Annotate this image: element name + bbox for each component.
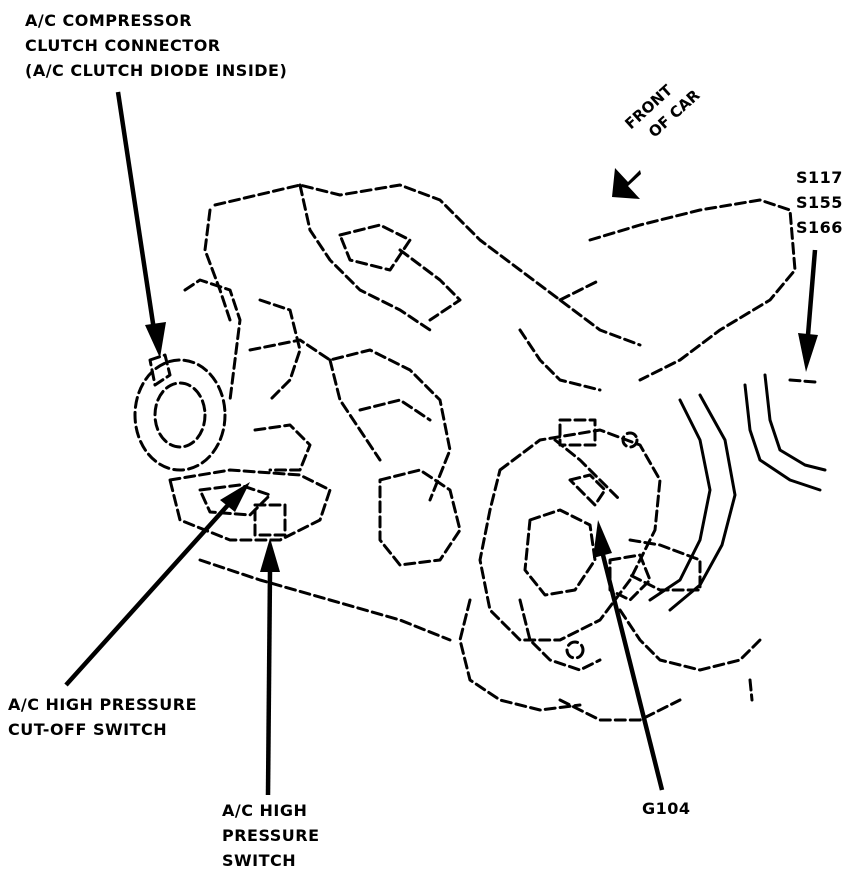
label-cutoff-switch: A/C HIGH PRESSURE CUT-OFF SWITCH [8,692,197,742]
label-cutoff-switch-line2: CUT-OFF SWITCH [8,720,168,739]
label-pressure-switch-line3: SWITCH [222,851,297,870]
label-clutch-connector-line2: CLUTCH CONNECTOR [25,36,221,55]
label-ground-g104: G104 [642,799,691,818]
engine-illustration [133,183,827,722]
label-pressure-switch: A/C HIGH PRESSURE SWITCH [222,798,320,873]
label-splice-s117: S117 [796,168,843,187]
label-cutoff-switch-line1: A/C HIGH PRESSURE [8,695,198,714]
label-pressure-switch-line2: PRESSURE [222,826,320,845]
label-splice-s155: S155 [796,193,843,212]
leader-cutoff-switch [64,482,250,687]
leader-pressure-switch [260,538,280,796]
leader-splices [798,249,818,372]
label-pressure-switch-line1: A/C HIGH [222,801,308,820]
leader-clutch-connector [115,91,166,358]
label-splices: S117 S155 S166 [796,165,843,240]
label-clutch-connector-line3: (A/C CLUTCH DIODE INSIDE) [25,61,288,80]
label-splice-s166: S166 [796,218,843,237]
leader-ground [593,520,665,791]
front-arrow-icon [612,168,641,199]
label-clutch-connector-line1: A/C COMPRESSOR [25,11,193,30]
label-clutch-connector: A/C COMPRESSOR CLUTCH CONNECTOR (A/C CLU… [25,8,287,83]
